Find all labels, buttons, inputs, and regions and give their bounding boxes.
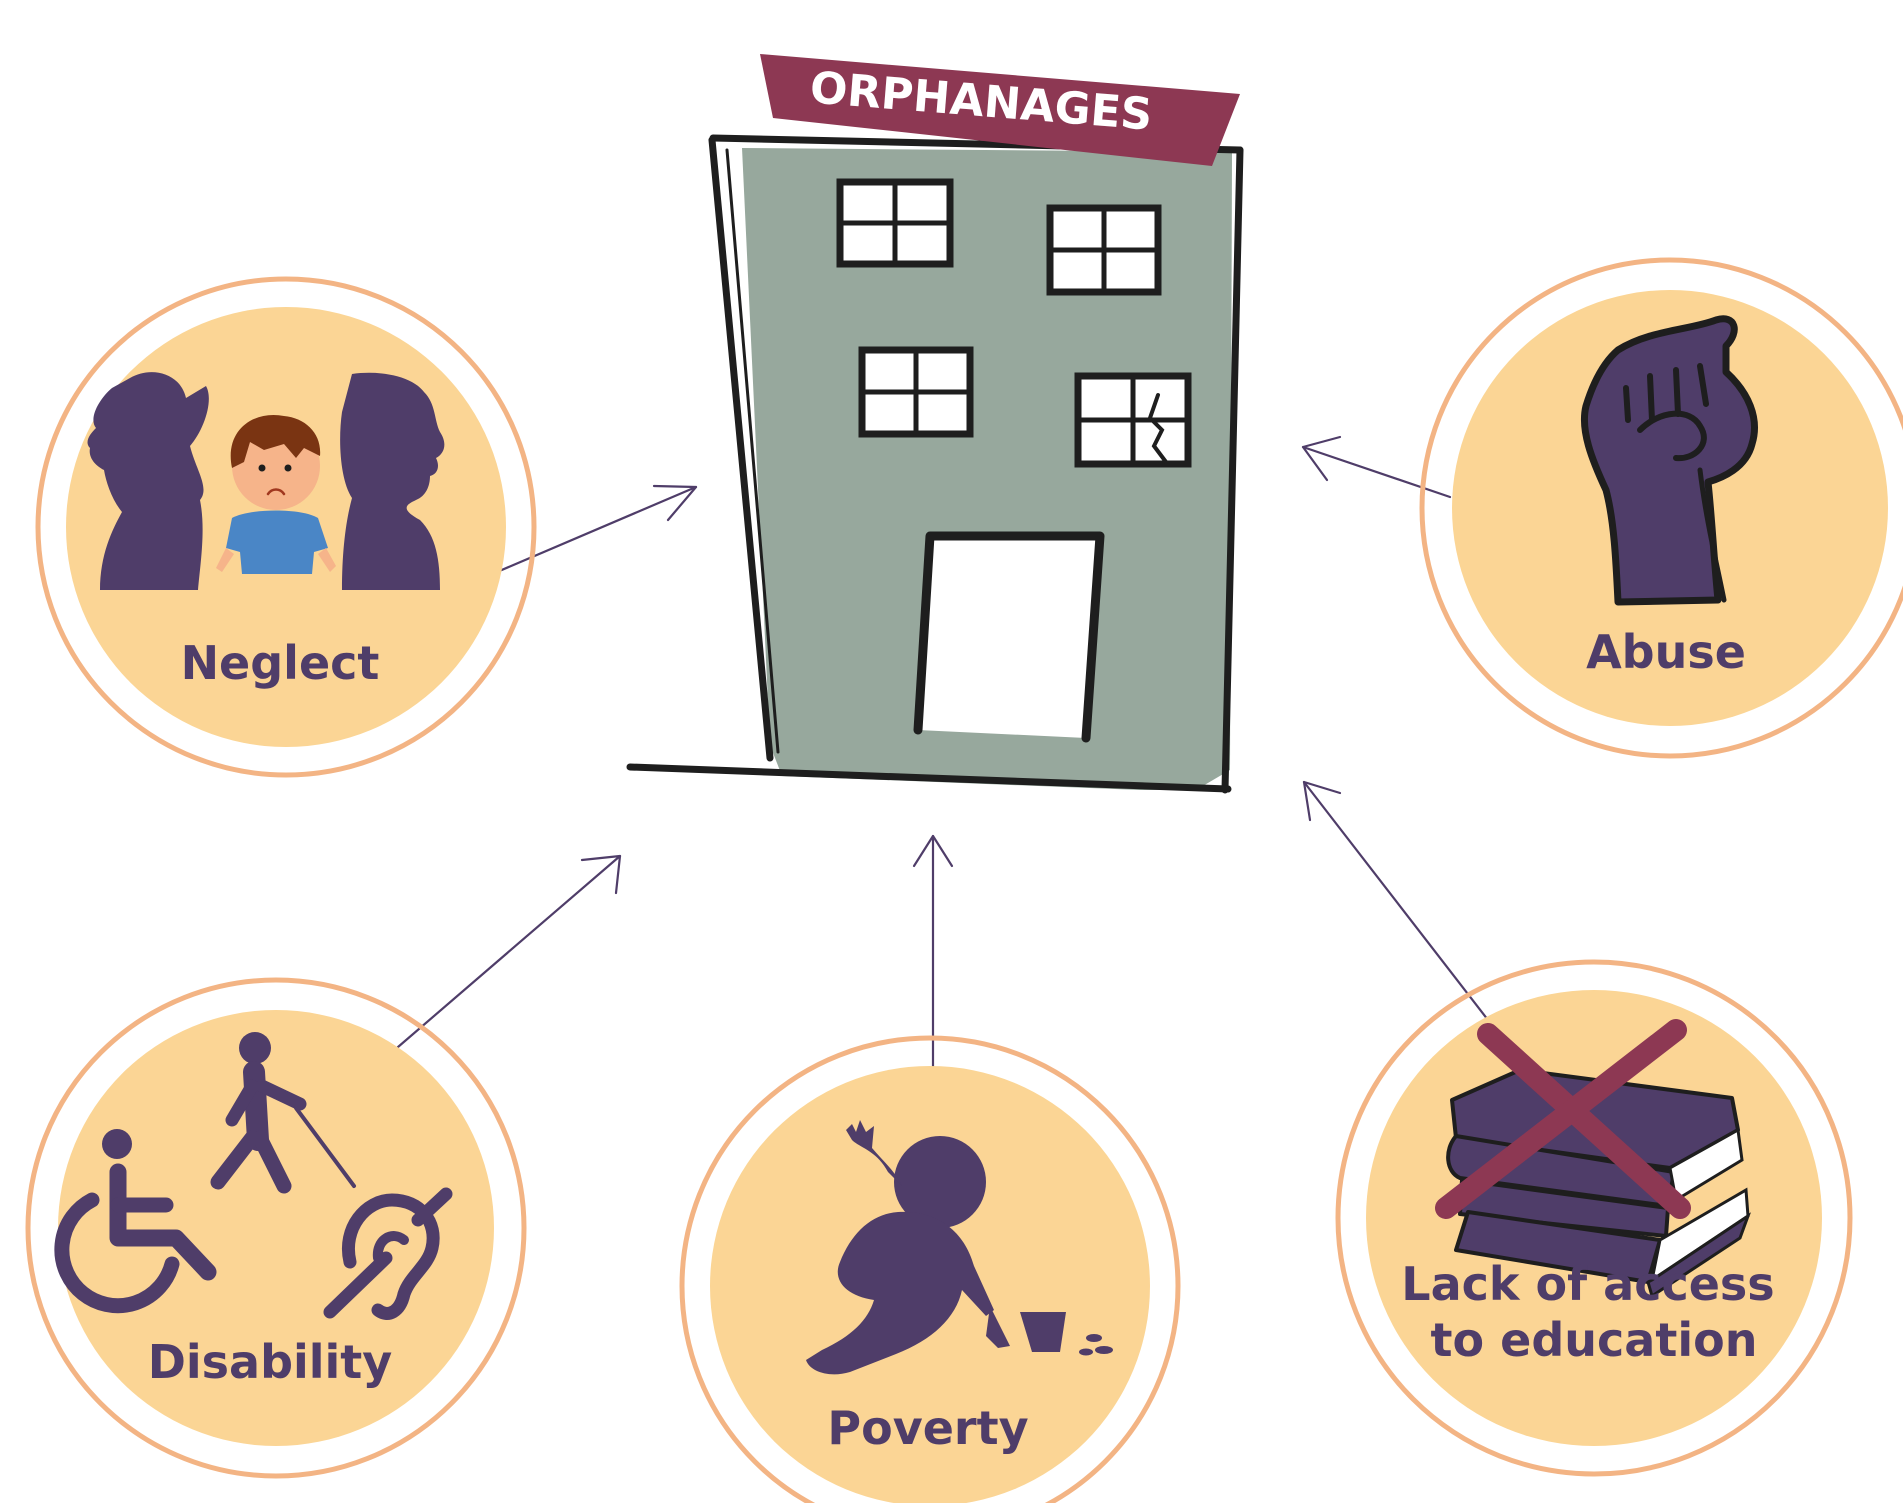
broken-window <box>1074 372 1192 468</box>
arrow-education <box>1302 780 1490 1022</box>
arrow-disability <box>396 854 622 1049</box>
orphanage-building: ORPHANAGES <box>626 54 1244 794</box>
building-fill <box>742 148 1232 790</box>
window <box>1046 204 1162 296</box>
education-label-line2: to education <box>1431 1313 1758 1367</box>
crossed-out-books-icon <box>1435 1019 1751 1299</box>
arrow-neglect <box>495 484 698 574</box>
hearing-impaired-icon <box>323 1187 453 1320</box>
wheelchair-icon <box>54 1129 217 1314</box>
cause-poverty: Poverty <box>679 1035 1181 1503</box>
cause-abuse: Abuse <box>1419 257 1903 759</box>
windows <box>836 178 1192 468</box>
window <box>836 178 954 268</box>
disability-label: Disability <box>148 1335 393 1389</box>
family-silhouette-icon <box>87 372 445 590</box>
cause-neglect: Neglect <box>35 276 537 778</box>
abuse-label: Abuse <box>1586 625 1746 679</box>
window <box>858 346 974 438</box>
neglect-label: Neglect <box>181 636 380 690</box>
arrows <box>396 435 1490 1076</box>
arrow-poverty <box>912 834 954 1076</box>
cross-mark-icon <box>1435 1019 1691 1219</box>
poverty-label: Poverty <box>827 1401 1028 1455</box>
child-icon <box>216 414 336 574</box>
blind-person-icon <box>210 1032 356 1194</box>
education-label-line1: Lack of access <box>1401 1257 1774 1311</box>
door <box>913 531 1105 743</box>
begging-child-icon <box>806 1120 1113 1375</box>
arrow-abuse <box>1301 435 1452 499</box>
cause-disability: Disability <box>25 977 527 1479</box>
fist-icon <box>1580 315 1758 606</box>
cause-education: Lack of access to education <box>1335 959 1853 1477</box>
